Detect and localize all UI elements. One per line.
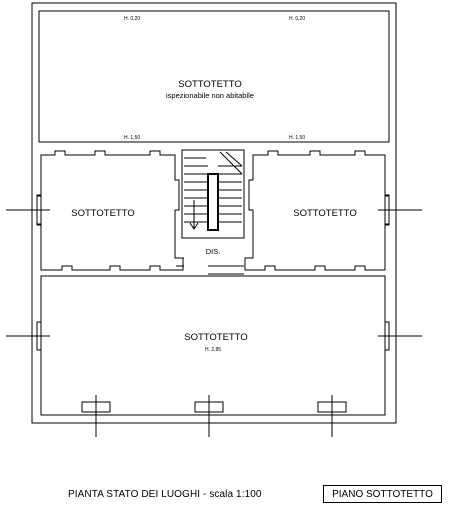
axis-markers <box>6 209 422 437</box>
room-bottom-outline <box>40 275 386 416</box>
outer-wall <box>31 2 397 424</box>
room-left-name: SOTTOTETTO <box>71 208 135 219</box>
height-label-bottom: H. 2,85 <box>205 347 221 353</box>
plan-caption: PIANTA STATO DEI LUOGHI - scala 1:100 <box>68 489 262 500</box>
room-right-outline <box>244 150 390 271</box>
stair-left-flight <box>184 165 208 223</box>
height-label-top-right: H. 0,20 <box>289 16 305 22</box>
room-bottom-name: SOTTOTETTO <box>184 332 248 343</box>
sheet-label-box: PIANO SOTTOTETTO <box>323 485 442 503</box>
stair-right-flight <box>218 165 242 223</box>
room-right-name: SOTTOTETTO <box>293 208 357 219</box>
stair-label: DIS. <box>206 247 221 256</box>
window-openings <box>36 195 390 413</box>
height-label-mid-left: H. 1,50 <box>124 135 140 141</box>
stair-core <box>207 173 219 231</box>
height-label-mid-right: H. 1,50 <box>289 135 305 141</box>
room-top-outline <box>38 10 390 143</box>
height-label-top-left: H. 0,20 <box>124 16 140 22</box>
stair-well <box>181 149 245 239</box>
sheet-label: PIANO SOTTOTETTO <box>332 488 433 500</box>
room-top-name: SOTTOTETTO <box>178 79 242 90</box>
room-top-note: ispezionabile non abitabile <box>166 91 254 100</box>
